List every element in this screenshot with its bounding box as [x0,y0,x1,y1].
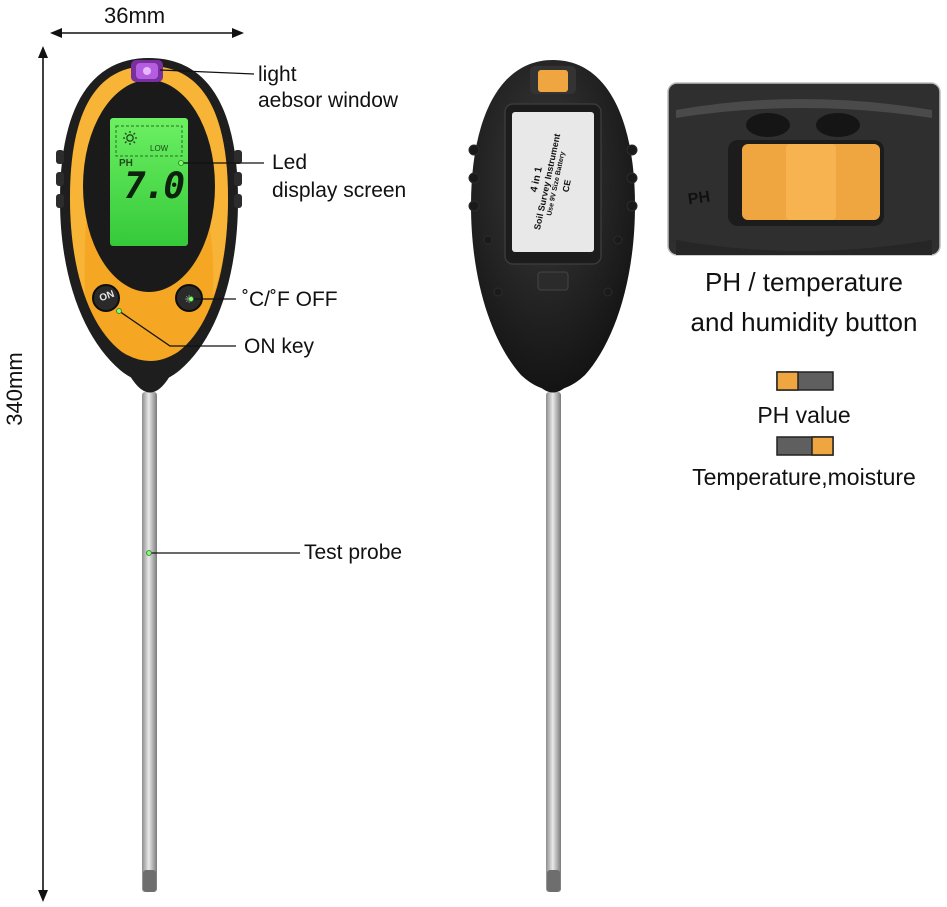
back-label-sticker [512,112,594,252]
height-dimension-arrow [38,46,48,902]
lcd-reading: 7.0 [124,166,185,207]
inset-ph-mark: PH [686,188,712,209]
ph-switch-legend-icon [776,371,834,391]
lcd-mode-indicator: PH [119,158,133,169]
height-dimension-label: 340mm [2,352,27,426]
callout-display-line2: display screen [272,179,407,202]
back-probe [546,392,561,892]
callout-test-probe: Test probe [304,541,403,564]
mode-button[interactable] [176,285,202,311]
callout-lines [118,69,300,554]
callout-dots [116,160,194,556]
width-dimension-label: 36mm [104,3,166,28]
inset-caption-line2: and humidity button [690,307,918,337]
callout-display-line1: Led [272,151,308,174]
switch-detail-inset [667,82,941,256]
back-device [468,60,638,892]
on-button-shape [92,284,120,312]
callout-light-window-line1: light [258,63,297,86]
lcd-low-indicator: LOW [150,144,169,153]
front-probe [142,392,157,892]
sun-icon [123,131,137,145]
callout-light-window-line2: aebsor window [258,89,399,112]
legend-ph-value: PH value [757,402,851,428]
temp-switch-legend-icon [776,436,834,456]
front-device: ☀ [56,58,242,892]
lcd-screen [110,118,188,246]
callout-on-key: ON key [244,335,315,358]
legend-temp-moisture: Temperature,moisture [692,464,916,490]
callout-temp-off: ˚C/˚F OFF [242,288,338,311]
inset-caption-line1: PH / temperature [705,267,903,297]
width-dimension-arrow [50,28,244,38]
